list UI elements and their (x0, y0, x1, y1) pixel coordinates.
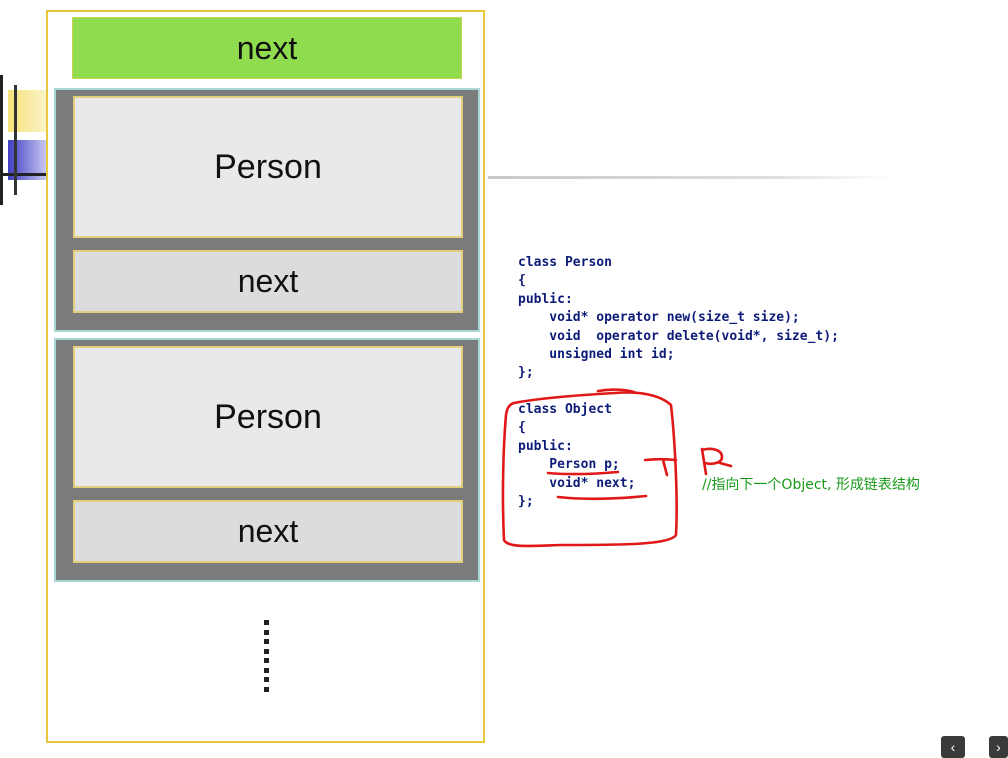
red-p-annotation (700, 447, 733, 476)
chevron-left-icon: ‹ (950, 739, 956, 755)
object-block-2: Person next (54, 338, 480, 582)
chevron-right-icon: › (996, 739, 1001, 755)
left-edge-accent (0, 75, 46, 205)
vertical-ellipsis (262, 620, 270, 692)
red-pointer-annotation (643, 457, 678, 477)
code-comment: //指向下一个Object, 形成链表结构 (702, 477, 920, 493)
object-block-1: Person next (54, 88, 480, 332)
prev-slide-button[interactable]: ‹ (941, 736, 965, 758)
divider-line (488, 176, 893, 179)
top-next-cell: next (72, 17, 462, 79)
object-class-code: class Object { public: Person p; void* n… (518, 402, 636, 510)
next-cell-1: next (73, 250, 463, 313)
person-cell-1: Person (73, 96, 463, 238)
person-class-code: class Person { public: void* operator ne… (518, 255, 839, 381)
red-tick-annotation (596, 388, 636, 394)
person-cell-2: Person (73, 346, 463, 488)
next-cell-2: next (73, 500, 463, 563)
next-slide-button[interactable]: › (989, 736, 1008, 758)
